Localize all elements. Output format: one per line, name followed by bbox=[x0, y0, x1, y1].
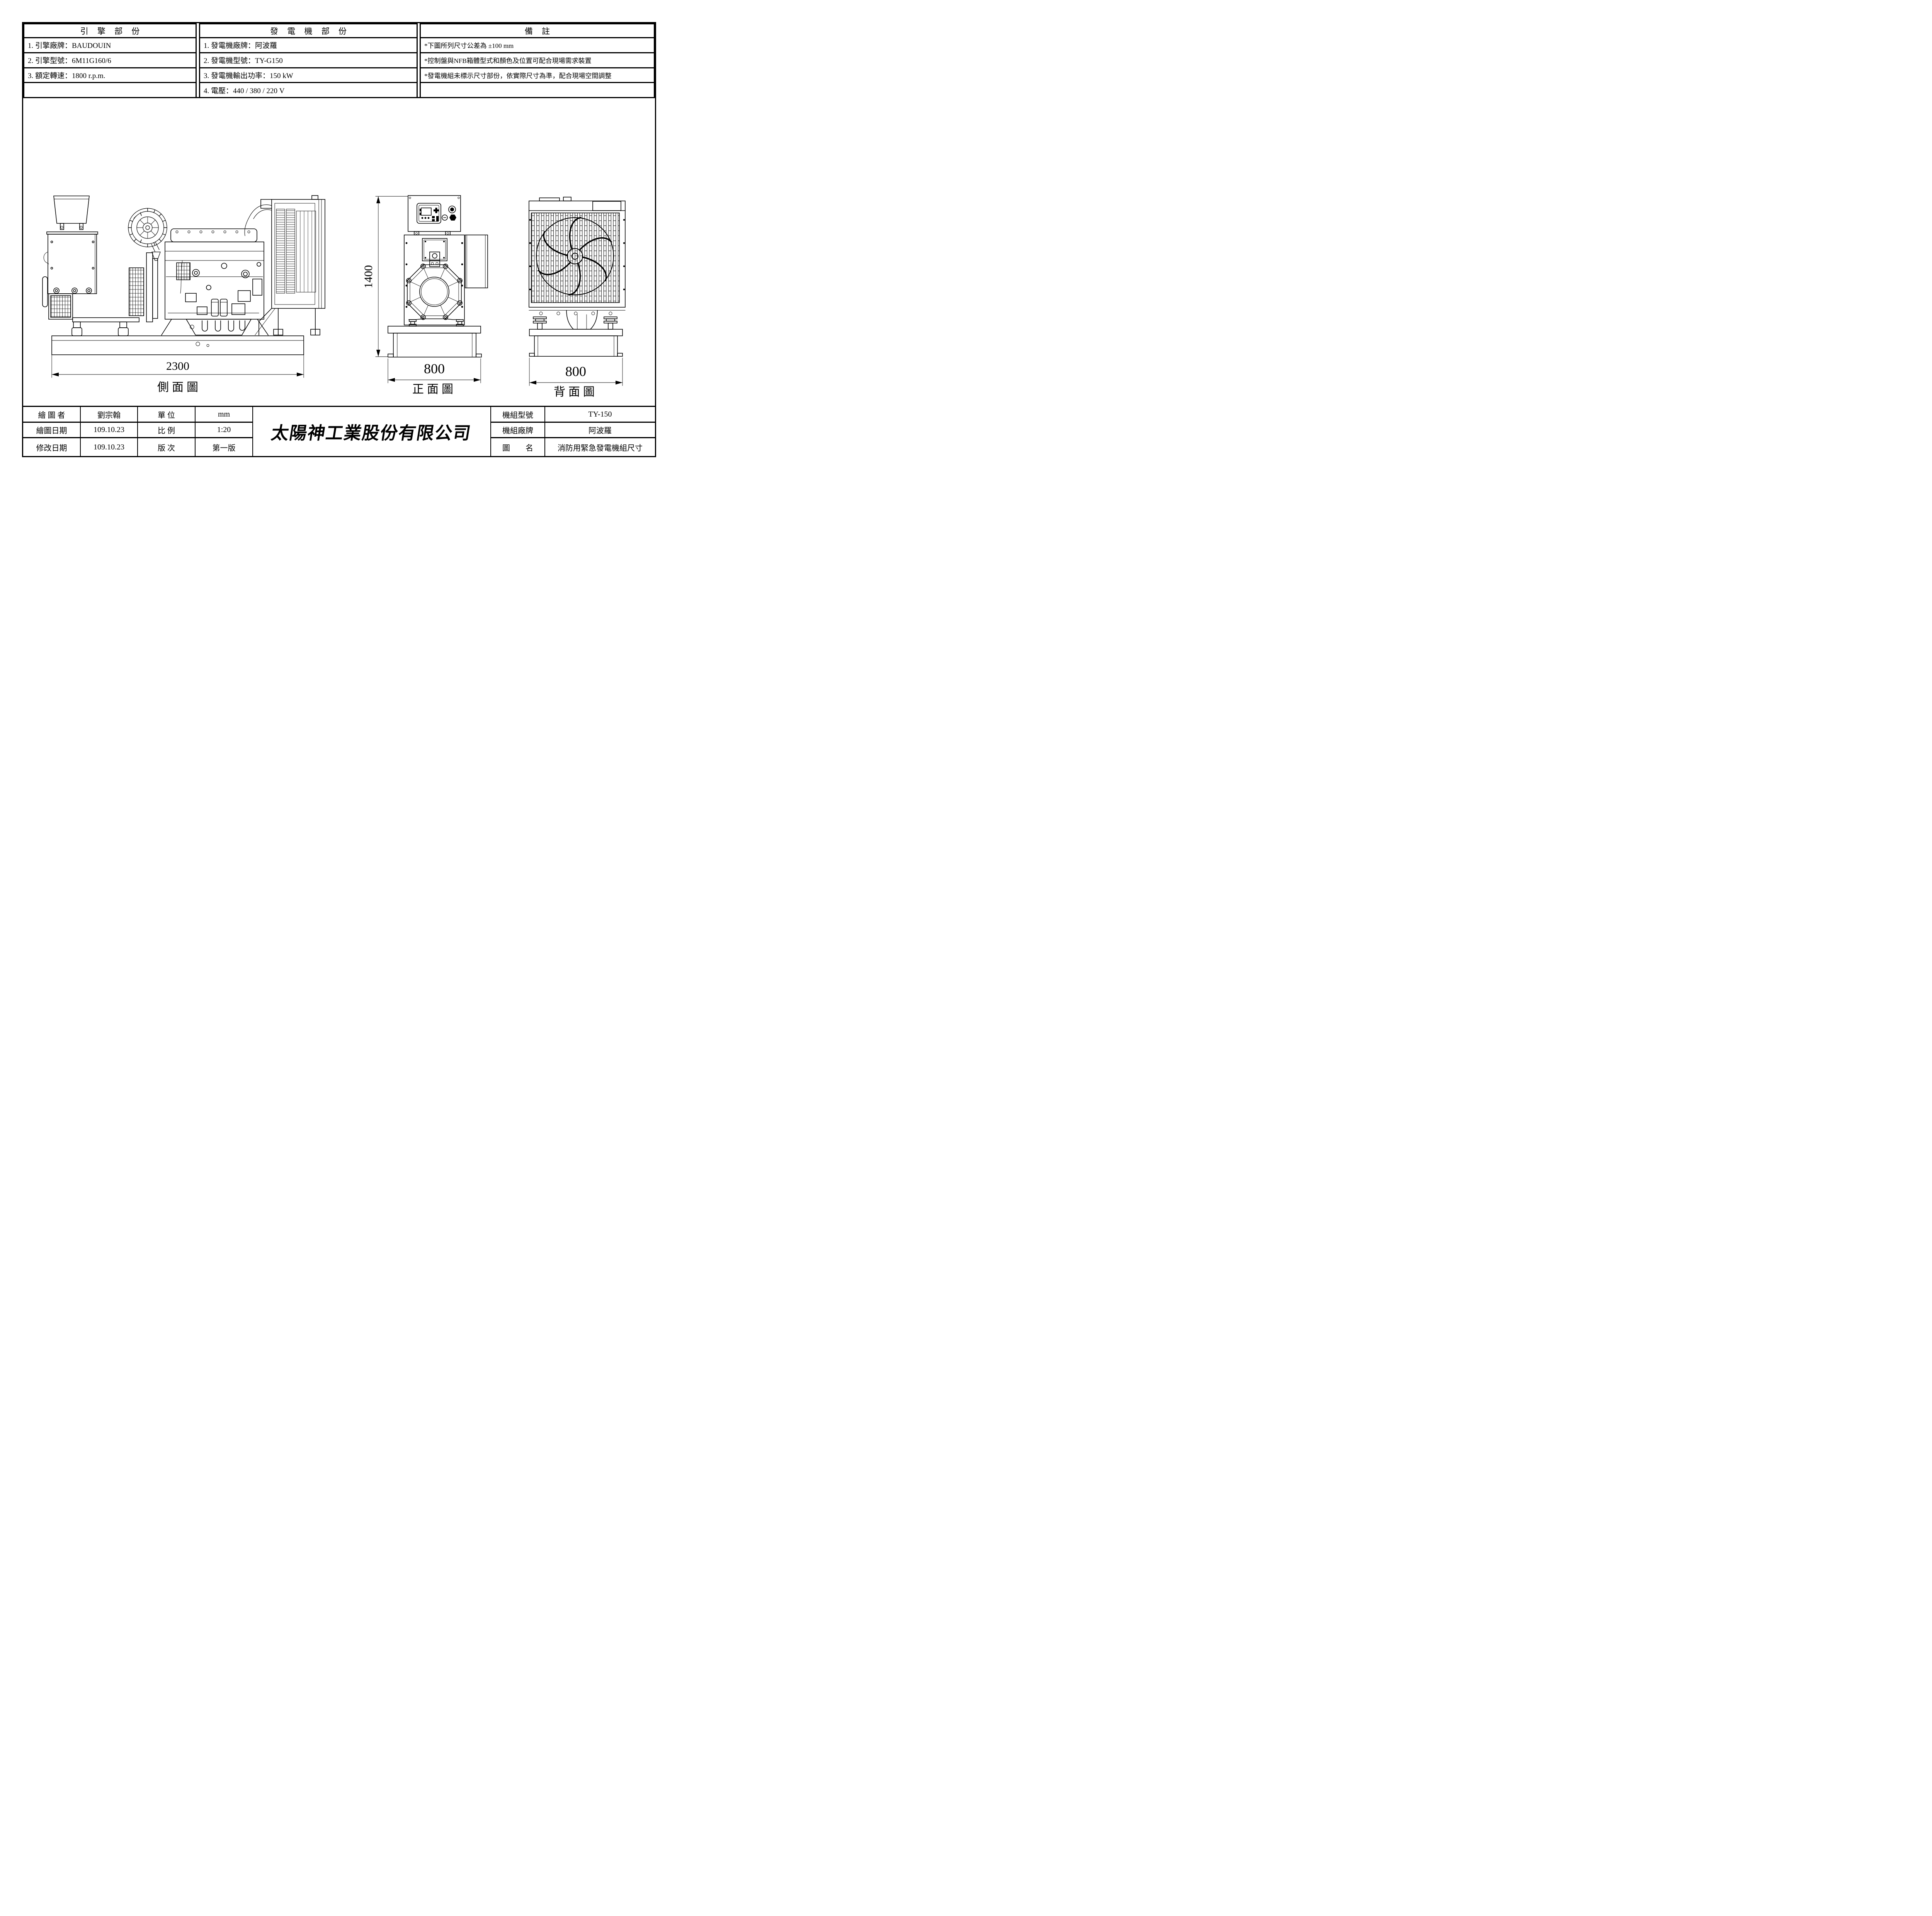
side-width-dimension: 2300 bbox=[166, 360, 189, 373]
generator-spec-row: 4. 電壓：440 / 380 / 220 V bbox=[204, 87, 285, 95]
drawer-value: 劉宗翰 bbox=[81, 407, 138, 422]
drawing-area: 2300 側面圖 1400 bbox=[23, 97, 655, 406]
horn-buzzer bbox=[449, 214, 456, 221]
side-view-drawing: 2300 側面圖 bbox=[42, 195, 325, 394]
generator-spec-table: 發 電 機 部 份 1. 發電機廠牌：阿波羅 2. 發電機型號：TY-G150 … bbox=[199, 23, 418, 98]
front-nfb-box bbox=[465, 235, 488, 288]
front-view-drawing: 1400 bbox=[362, 195, 488, 396]
drawing-sheet-page: 引 擎 部 份 1. 引擎廠牌：BAUDOUIN 2. 引擎型號：6M11G16… bbox=[0, 0, 678, 479]
notes-table: 備 註 *下圖所列尺寸公差為 ±100 mm *控制盤與NFB箱體型式和顏色及位… bbox=[420, 23, 655, 98]
emergency-stop-button bbox=[448, 206, 456, 213]
unit-value: mm bbox=[196, 407, 253, 422]
title-block: 繪 圖 者 劉宗翰 單 位 mm 繪圖日期 109.10.23 比 例 1:20… bbox=[23, 406, 655, 456]
side-oil-pan bbox=[161, 318, 269, 347]
title-block-row: 機組型號 TY-150 bbox=[491, 407, 655, 423]
front-width-dimension: 800 bbox=[424, 361, 445, 376]
side-width-dimension-group bbox=[51, 354, 304, 378]
scale-label: 比 例 bbox=[138, 423, 196, 437]
drawing-name-value: 消防用緊急發電機組尺寸 bbox=[558, 444, 643, 453]
engine-spec-row-empty bbox=[24, 83, 196, 97]
draw-date-label: 繪圖日期 bbox=[23, 423, 81, 437]
side-alternator-box bbox=[42, 231, 98, 320]
front-height-dimension-group bbox=[375, 196, 408, 357]
note-row: *下圖所列尺寸公差為 ±100 mm bbox=[421, 38, 654, 53]
back-width-dimension-group bbox=[529, 357, 623, 386]
back-view-label: 背面圖 bbox=[554, 386, 598, 398]
title-block-row: 圖 名 消防用緊急發電機組尺寸 bbox=[491, 438, 655, 456]
generator-spec-row: 1. 發電機廠牌：阿波羅 bbox=[200, 38, 417, 53]
unit-brand-label: 機組廠牌 bbox=[491, 423, 545, 437]
company-name: 太陽神工業股份有限公司 bbox=[270, 424, 473, 443]
drawing-name-label: 圖 名 bbox=[491, 438, 545, 456]
engine-spec-table: 引 擎 部 份 1. 引擎廠牌：BAUDOUIN 2. 引擎型號：6M11G16… bbox=[23, 23, 197, 98]
version-value: 第一版 bbox=[196, 438, 253, 456]
back-view-drawing: 800 背面圖 bbox=[529, 197, 626, 398]
front-width-dimension-group bbox=[388, 358, 481, 383]
note-row-empty bbox=[421, 83, 654, 97]
modify-date-label: 修改日期 bbox=[23, 438, 81, 456]
generator-spec-row: 2. 發電機型號：TY-G150 bbox=[200, 53, 417, 68]
back-mounting bbox=[529, 310, 626, 330]
title-block-row: 繪圖日期 109.10.23 比 例 1:20 bbox=[23, 423, 253, 438]
draw-date-value: 109.10.23 bbox=[81, 423, 138, 437]
front-height-dimension: 1400 bbox=[362, 265, 375, 288]
title-block-row: 機組廠牌 阿波羅 bbox=[491, 423, 655, 438]
note-row: *控制盤與NFB箱體型式和顏色及位置可配合現場需求裝置 bbox=[421, 53, 654, 68]
side-view-label: 側面圖 bbox=[157, 381, 201, 394]
back-base-frame bbox=[529, 329, 623, 357]
side-engine-block bbox=[165, 228, 264, 320]
scale-value: 1:20 bbox=[196, 423, 253, 437]
front-view-label: 正面圖 bbox=[412, 383, 456, 396]
modify-date-value: 109.10.23 bbox=[81, 438, 138, 456]
unit-model-label: 機組型號 bbox=[491, 407, 545, 422]
notes-table-title: 備 註 bbox=[421, 24, 654, 38]
back-radiator-grille bbox=[529, 197, 626, 308]
engine-spec-row: 3. 額定轉速：1800 r.p.m. bbox=[24, 68, 196, 83]
spec-tables-band: 引 擎 部 份 1. 引擎廠牌：BAUDOUIN 2. 引擎型號：6M11G16… bbox=[23, 23, 655, 98]
company-name-cell: 太陽神工業股份有限公司 bbox=[253, 407, 491, 456]
generator-spec-row: 3. 發電機輸出功率：150 kW bbox=[200, 68, 417, 83]
side-air-filter bbox=[53, 196, 90, 230]
title-block-row: 修改日期 109.10.23 版 次 第一版 bbox=[23, 438, 253, 456]
drawer-label: 繪 圖 者 bbox=[23, 407, 81, 422]
unit-label: 單 位 bbox=[138, 407, 196, 422]
front-generator-body bbox=[404, 235, 465, 325]
side-air-cleaner bbox=[128, 208, 167, 261]
engine-spec-row: 2. 引擎型號：6M11G160/6 bbox=[24, 53, 196, 68]
note-row: *發電機組未標示尺寸部份，依實際尺寸為準，配合現場空間調整 bbox=[421, 68, 654, 83]
engine-spec-row: 1. 引擎廠牌：BAUDOUIN bbox=[24, 38, 196, 53]
unit-brand-value: 阿波羅 bbox=[588, 427, 612, 435]
title-block-row: 繪 圖 者 劉宗翰 單 位 mm bbox=[23, 407, 253, 423]
engine-table-title: 引 擎 部 份 bbox=[24, 24, 196, 38]
key-switch bbox=[442, 214, 448, 221]
unit-model-value: TY-150 bbox=[588, 410, 612, 419]
version-label: 版 次 bbox=[138, 438, 196, 456]
back-width-dimension: 800 bbox=[565, 364, 586, 379]
front-base-frame bbox=[388, 318, 482, 357]
side-base-frame bbox=[51, 335, 304, 355]
front-control-panel bbox=[408, 195, 461, 235]
side-radiator bbox=[244, 195, 325, 335]
generator-table-title: 發 電 機 部 份 bbox=[200, 24, 417, 38]
drawing-sheet-frame: 引 擎 部 份 1. 引擎廠牌：BAUDOUIN 2. 引擎型號：6M11G16… bbox=[22, 22, 656, 457]
